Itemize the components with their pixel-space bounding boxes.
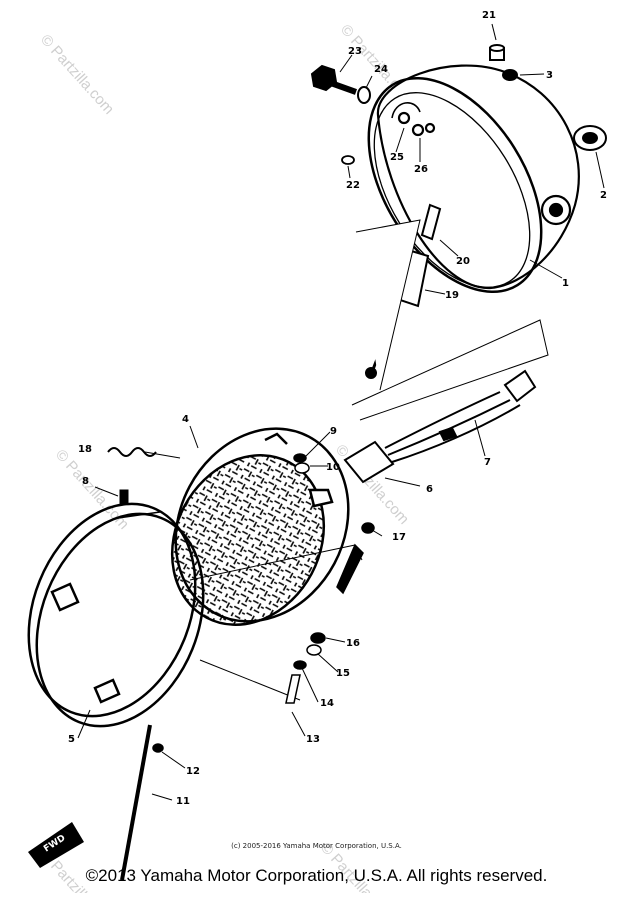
bulb-socket-assembly: [351, 203, 549, 421]
callout-7: 7: [484, 457, 491, 468]
callout-12: 12: [186, 766, 200, 777]
small-copyright-line: (c) 2005-2016 Yamaha Motor Corporation, …: [231, 842, 402, 850]
watermark-top: © Partzilla.com: [37, 31, 117, 117]
callout-24: 24: [374, 64, 388, 75]
sealed-beam-unit: [170, 427, 350, 626]
part-22-clip: [341, 155, 355, 165]
callout-1: 1: [562, 278, 569, 289]
callout-22: 22: [346, 180, 360, 191]
part-21-grommet: [489, 44, 518, 81]
callout-18: 18: [78, 444, 92, 455]
callout-20: 20: [456, 256, 470, 267]
callout-13: 13: [306, 734, 320, 745]
callout-11: 11: [176, 796, 190, 807]
hardware-set: [120, 453, 375, 881]
callout-4: 4: [182, 414, 189, 425]
callout-numbers: 1 2 3 4 5 6 7 8 9 10 11 12 13 14 15 16 1…: [68, 10, 607, 807]
callout-16: 16: [346, 638, 360, 649]
callout-19: 19: [445, 290, 459, 301]
callout-5: 5: [68, 734, 75, 745]
callout-26: 26: [414, 164, 428, 175]
grommet-2: [573, 125, 607, 151]
forward-arrow: FWD: [28, 822, 84, 868]
wire-harness: [343, 369, 537, 484]
callout-14: 14: [320, 698, 334, 709]
callout-9: 9: [330, 426, 337, 437]
main-copyright-line: ©2013 Yamaha Motor Corporation, U.S.A. A…: [85, 866, 548, 885]
callout-2: 2: [600, 190, 607, 201]
callout-25: 25: [390, 152, 404, 163]
callout-6: 6: [426, 484, 433, 495]
callout-21: 21: [482, 10, 496, 21]
callout-17: 17: [392, 532, 406, 543]
callout-3: 3: [546, 70, 553, 81]
headlight-rim: [27, 502, 356, 728]
adjust-spring-18: [107, 447, 181, 459]
callout-10: 10: [326, 462, 340, 473]
callout-leader-lines: [77, 23, 605, 801]
callout-8: 8: [82, 476, 89, 487]
screw-23: [310, 64, 371, 104]
screw-8: [119, 489, 129, 505]
callout-15: 15: [336, 668, 350, 679]
callout-23: 23: [348, 46, 362, 57]
